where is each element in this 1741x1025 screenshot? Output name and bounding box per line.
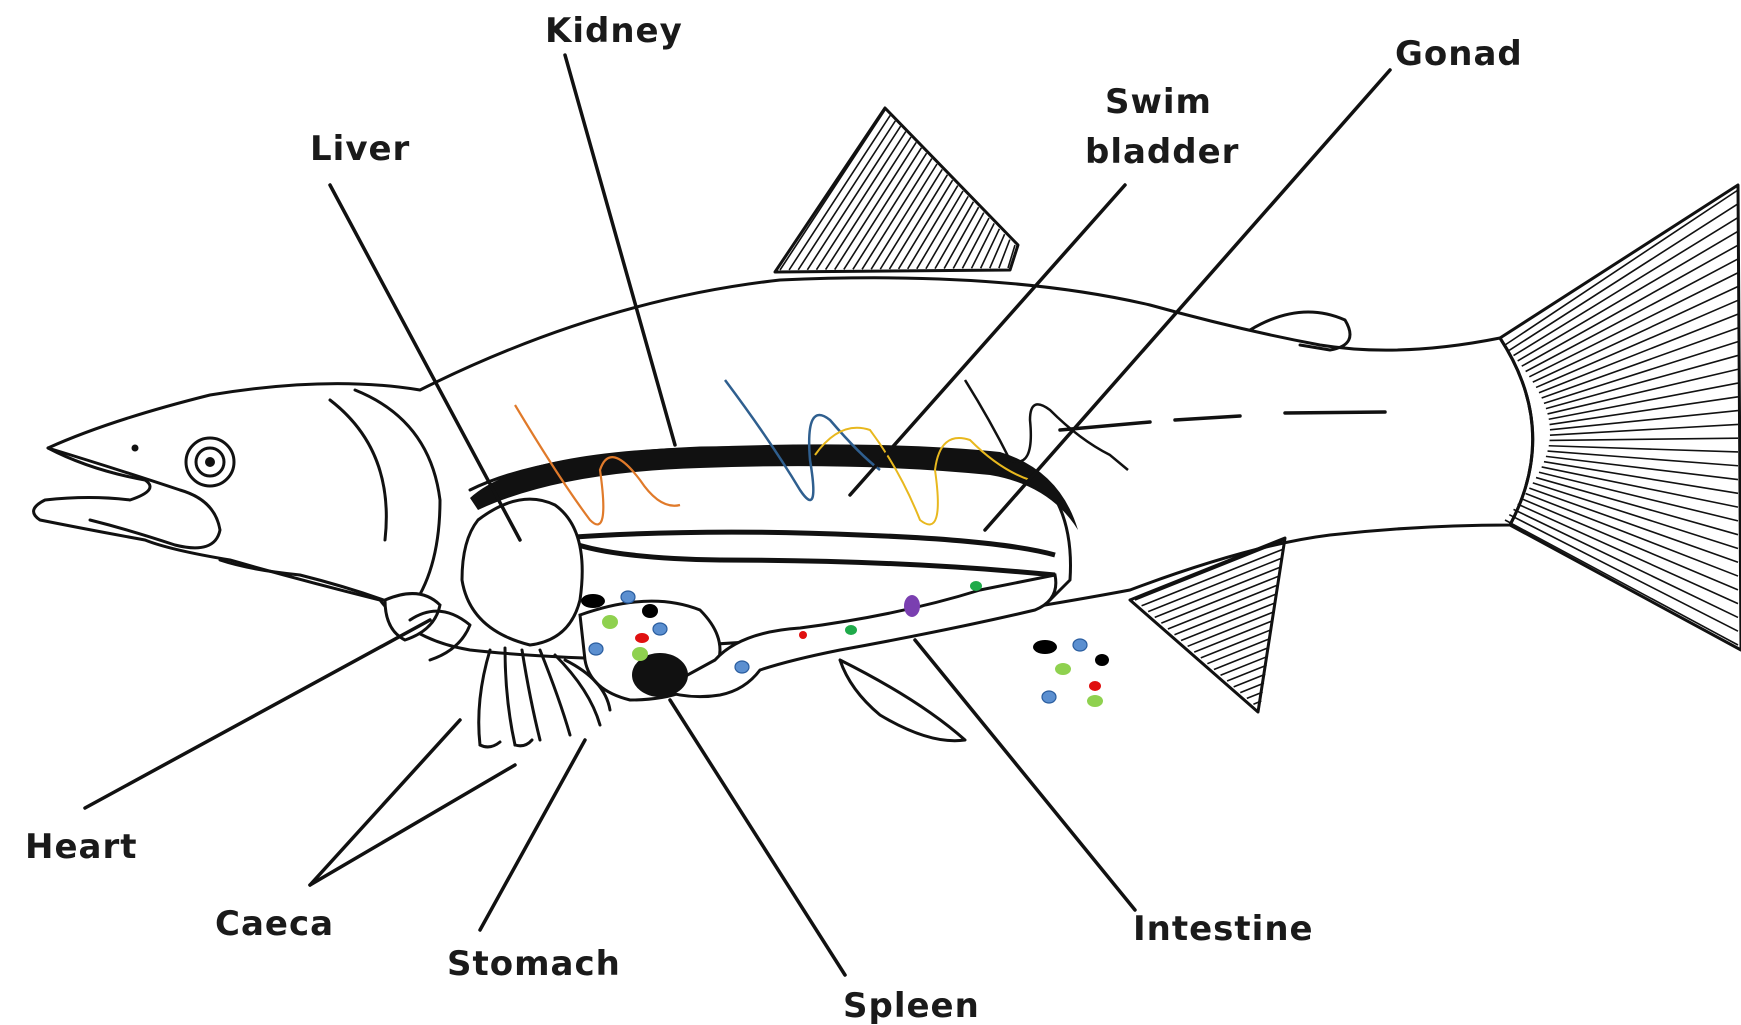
label-gonad: Gonad [1395, 34, 1523, 74]
fin-ray [1174, 594, 1277, 635]
leader-caeca-2 [310, 765, 515, 885]
fin-ray [1505, 520, 1738, 645]
fin-ray [1188, 612, 1275, 647]
fin-ray [826, 137, 911, 270]
leader-lines [85, 55, 1390, 975]
fin-ray [1514, 218, 1738, 356]
fin-ray [981, 229, 1000, 268]
label-swim-bladder-line2: bladder [1085, 132, 1239, 172]
fin-ray [1526, 493, 1738, 576]
fin-ray [1194, 621, 1273, 653]
leader-swim-bladder [850, 185, 1125, 495]
fin-ray [1548, 451, 1738, 466]
fin-ray [1539, 314, 1738, 393]
eye [186, 438, 234, 486]
fin-ray [1548, 369, 1738, 414]
adipose-fin [1250, 312, 1350, 350]
fin-ray [1539, 472, 1738, 521]
fish-body-outline [34, 278, 1533, 660]
fin-ray [1549, 446, 1738, 452]
label-heart: Heart [25, 827, 137, 867]
fin-ray [889, 175, 947, 269]
leader-stomach [480, 740, 585, 930]
label-liver: Liver [310, 129, 410, 169]
fin-ray [990, 234, 1005, 268]
fin-ray [1550, 424, 1738, 435]
fin-ray [1550, 438, 1738, 440]
leader-spleen [670, 700, 845, 975]
caudal-fin [1500, 185, 1741, 650]
fin-ray [1529, 273, 1738, 377]
fin-ray [1168, 585, 1279, 629]
fin-ray [1546, 456, 1738, 479]
fin-ray [1518, 231, 1738, 361]
lateral-line [1060, 412, 1385, 430]
annotation-wave-blue [725, 380, 880, 500]
leader-kidney [565, 55, 675, 445]
fin-ray [1544, 342, 1738, 404]
leader-caeca-1 [310, 720, 460, 885]
label-intestine: Intestine [1133, 909, 1314, 949]
fin-ray [917, 191, 963, 269]
gill-cover [220, 390, 440, 610]
label-stomach: Stomach [447, 944, 621, 984]
fin-ray [1221, 656, 1268, 675]
label-kidney: Kidney [545, 11, 683, 51]
label-spleen: Spleen [843, 986, 980, 1025]
label-caeca: Caeca [215, 904, 334, 944]
fin-ray [835, 142, 916, 269]
liver [462, 499, 582, 645]
swim-bladder [560, 532, 1055, 575]
fin-ray [1505, 190, 1738, 345]
fin-ray [862, 159, 932, 270]
leader-liver [330, 185, 520, 540]
intestine [660, 575, 1056, 697]
leader-intestine [915, 640, 1135, 910]
gill-arc [330, 400, 386, 540]
fin-ray [944, 207, 978, 268]
fin-ray [1181, 603, 1276, 641]
leader-heart [85, 620, 430, 808]
fin-ray [1227, 665, 1266, 681]
fin-ray [1201, 629, 1272, 657]
nostril [132, 445, 139, 452]
fin-ray [798, 121, 895, 270]
dorsal-fin [775, 108, 1018, 272]
label-swim-bladder-line1: Swim [1105, 82, 1212, 122]
fin-ray [1526, 259, 1738, 372]
fin-ray [926, 196, 968, 268]
fin-ray [1522, 245, 1738, 366]
fin-ray [953, 213, 984, 269]
fin-ray [871, 164, 937, 269]
fin-ray [899, 180, 953, 269]
tail-region-dots [1033, 639, 1109, 707]
pelvic-fin [840, 660, 965, 741]
fin-ray [807, 126, 900, 270]
